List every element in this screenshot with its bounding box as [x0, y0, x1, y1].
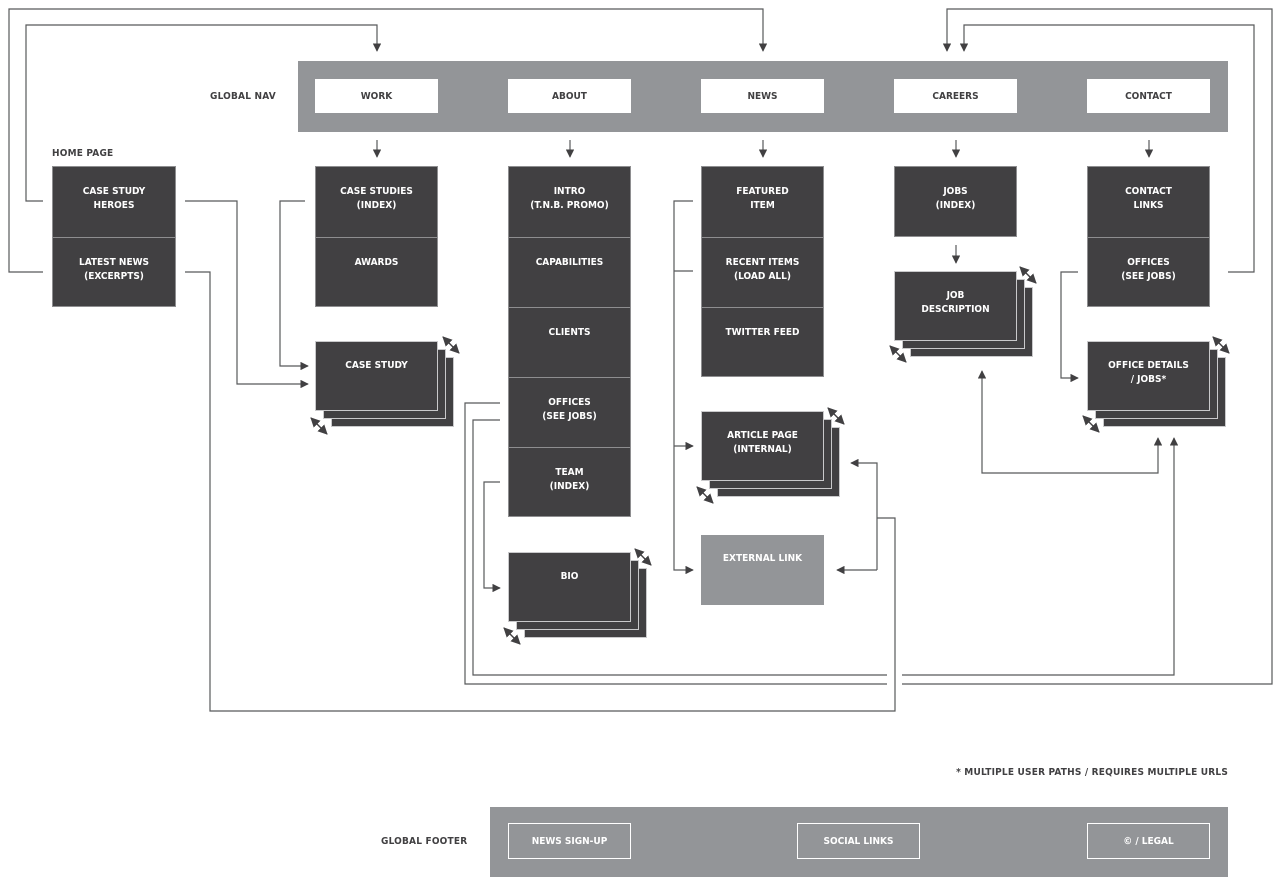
- expand-icon: [442, 336, 460, 354]
- expand-icon: [696, 486, 714, 504]
- nav-news[interactable]: NEWS: [701, 79, 824, 113]
- external-link[interactable]: EXTERNAL LINK: [701, 535, 824, 605]
- job-description-label: JOB DESCRIPTION: [921, 290, 990, 315]
- case-study-page[interactable]: CASE STUDY: [315, 341, 454, 427]
- home-page-box: CASE STUDY HEROES LATEST NEWS (EXCERPTS): [52, 166, 176, 307]
- bio-page[interactable]: BIO: [508, 552, 647, 638]
- global-footer-bar: [490, 807, 1228, 877]
- nav-about[interactable]: ABOUT: [508, 79, 631, 113]
- footer-legal[interactable]: © / LEGAL: [1087, 823, 1210, 859]
- expand-icon: [634, 548, 652, 566]
- expand-icon: [827, 407, 845, 425]
- home-latest-news[interactable]: LATEST NEWS (EXCERPTS): [53, 237, 175, 308]
- footer-social-links[interactable]: SOCIAL LINKS: [797, 823, 920, 859]
- news-twitter-feed[interactable]: TWITTER FEED: [702, 307, 823, 377]
- expand-icon: [1019, 266, 1037, 284]
- nav-work[interactable]: WORK: [315, 79, 438, 113]
- bio-label: BIO: [560, 571, 579, 582]
- expand-icon: [503, 627, 521, 645]
- about-clients[interactable]: CLIENTS: [509, 307, 630, 377]
- footer-news-signup[interactable]: NEWS SIGN-UP: [508, 823, 631, 859]
- article-page[interactable]: ARTICLE PAGE (INTERNAL): [701, 411, 840, 497]
- contact-box: CONTACT LINKS OFFICES (SEE JOBS): [1087, 166, 1210, 307]
- expand-icon: [310, 417, 328, 435]
- office-details-page[interactable]: OFFICE DETAILS / JOBS*: [1087, 341, 1226, 427]
- global-nav-label: GLOBAL NAV: [210, 91, 276, 102]
- case-study-label: CASE STUDY: [345, 360, 408, 371]
- expand-icon: [1082, 415, 1100, 433]
- office-details-label: OFFICE DETAILS / JOBS*: [1108, 360, 1189, 385]
- expand-icon: [889, 345, 907, 363]
- nav-contact[interactable]: CONTACT: [1087, 79, 1210, 113]
- careers-jobs-index[interactable]: JOBS (INDEX): [935, 186, 976, 211]
- news-featured-item[interactable]: FEATURED ITEM: [736, 186, 789, 211]
- expand-icons: [310, 266, 1230, 645]
- work-case-studies[interactable]: CASE STUDIES (INDEX): [340, 186, 413, 211]
- about-offices-to-careers: [464, 402, 887, 685]
- work-box: CASE STUDIES (INDEX) AWARDS: [315, 166, 438, 307]
- work-awards[interactable]: AWARDS: [316, 237, 437, 308]
- about-offices[interactable]: OFFICES (SEE JOBS): [509, 377, 630, 447]
- about-intro[interactable]: INTRO (T.N.B. PROMO): [530, 186, 609, 211]
- contact-links[interactable]: CONTACT LINKS: [1125, 186, 1172, 211]
- about-box: INTRO (T.N.B. PROMO) CAPABILITIES CLIENT…: [508, 166, 631, 517]
- footnote: * MULTIPLE USER PATHS / REQUIRES MULTIPL…: [956, 767, 1228, 778]
- nav-careers[interactable]: CAREERS: [894, 79, 1017, 113]
- home-case-study-heroes[interactable]: CASE STUDY HEROES: [82, 186, 146, 211]
- expand-icon: [1212, 336, 1230, 354]
- home-heroes-to-work: [25, 24, 382, 202]
- global-footer-label: GLOBAL FOOTER: [381, 836, 468, 847]
- home-news-to-news: [8, 8, 768, 273]
- news-recent-items[interactable]: RECENT ITEMS (LOAD ALL): [702, 237, 823, 307]
- home-page-label: HOME PAGE: [52, 148, 114, 159]
- careers-box: JOBS (INDEX): [894, 166, 1017, 237]
- contact-offices-to-careers: [959, 24, 1255, 273]
- job-description-page[interactable]: JOB DESCRIPTION: [894, 271, 1033, 357]
- about-team[interactable]: TEAM (INDEX): [509, 447, 630, 517]
- about-offices-to-office-details: [472, 419, 887, 676]
- article-page-label: ARTICLE PAGE (INTERNAL): [727, 430, 798, 455]
- contact-offices[interactable]: OFFICES (SEE JOBS): [1088, 237, 1209, 308]
- news-box: FEATURED ITEM RECENT ITEMS (LOAD ALL) TW…: [701, 166, 824, 377]
- about-capabilities[interactable]: CAPABILITIES: [509, 237, 630, 307]
